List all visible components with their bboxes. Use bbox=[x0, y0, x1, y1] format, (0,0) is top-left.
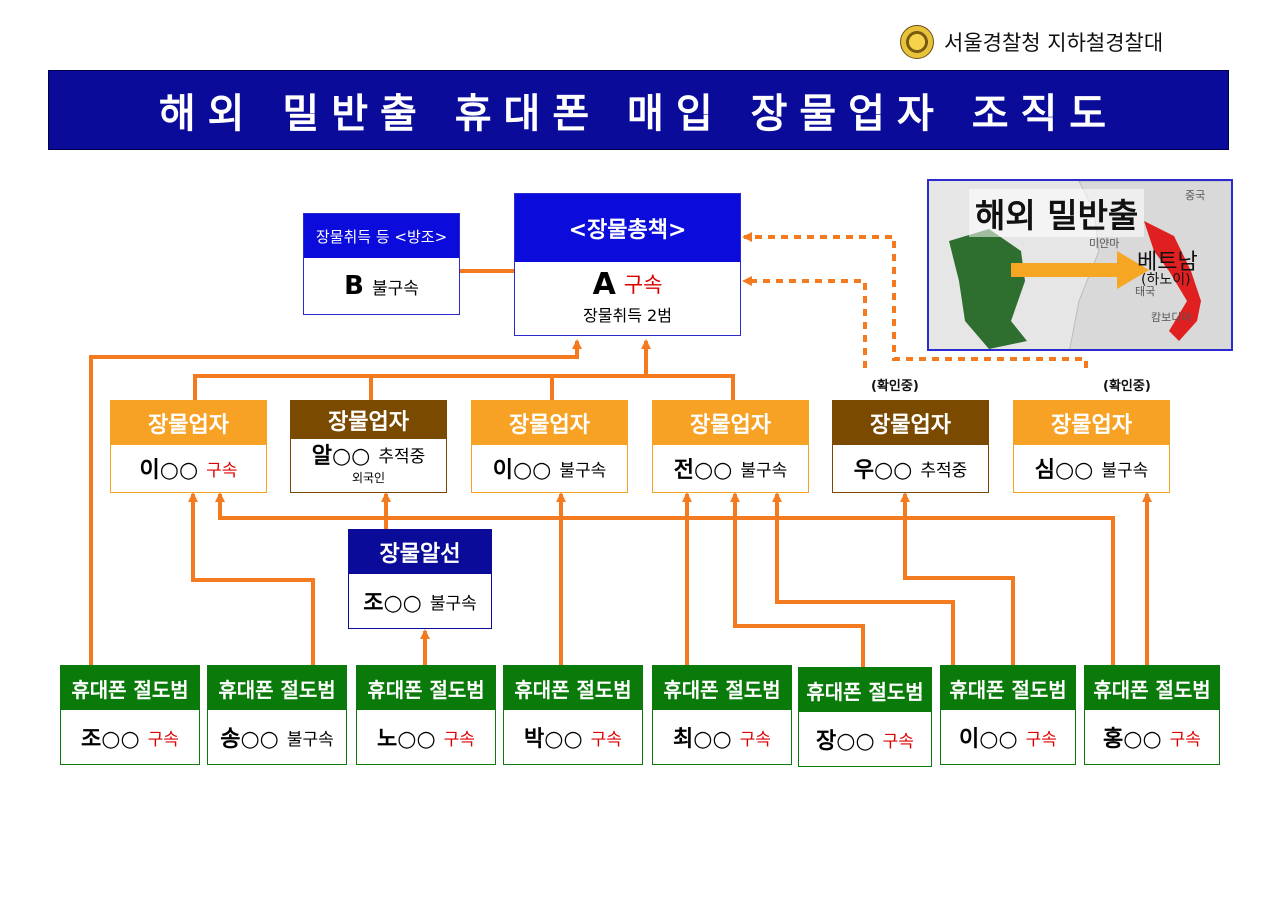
broker-status: 불구속 bbox=[429, 593, 477, 614]
dealer-header: 장물업자 bbox=[833, 401, 988, 445]
thief-header: 휴대폰 절도범 bbox=[941, 666, 1075, 710]
thief-status: 구속 bbox=[590, 729, 622, 750]
thief-status: 구속 bbox=[443, 729, 475, 750]
dealer-status: 불구속 bbox=[559, 460, 607, 481]
thief-status: 구속 bbox=[1169, 729, 1201, 750]
dealer-header: 장물업자 bbox=[111, 401, 266, 445]
dealer-status: 구속 bbox=[206, 460, 238, 481]
map-country: 베트남 bbox=[1137, 250, 1198, 275]
boss-note: 장물취득 2범 bbox=[583, 306, 672, 325]
dealer-box: 장물업자 이○○ 구속 bbox=[110, 400, 267, 493]
title-banner: 해외 밀반출 휴대폰 매입 장물업자 조직도 bbox=[48, 70, 1229, 150]
dealer-header: 장물업자 bbox=[1014, 401, 1169, 445]
thief-name: 최○○ bbox=[673, 727, 732, 752]
thief-box: 휴대폰 절도범 장○○ 구속 bbox=[798, 667, 932, 767]
thief-box: 휴대폰 절도범 최○○ 구속 bbox=[652, 665, 792, 765]
thief-header: 휴대폰 절도범 bbox=[208, 666, 346, 710]
broker-header: 장물알선 bbox=[349, 530, 491, 574]
map-label-cambodia: 캄보디아 bbox=[1151, 311, 1192, 324]
thief-header: 휴대폰 절도범 bbox=[1085, 666, 1219, 710]
police-badge-icon bbox=[900, 25, 934, 59]
boss-name: A bbox=[592, 266, 616, 302]
thief-status: 구속 bbox=[739, 729, 771, 750]
thief-name: 송○○ bbox=[220, 727, 279, 752]
agency-name: 서울경찰청 지하철경찰대 bbox=[944, 31, 1164, 55]
dealer-status: 불구속 bbox=[1101, 460, 1149, 481]
dealer-name: 이○○ bbox=[492, 458, 552, 483]
map-label-thailand: 태국 bbox=[1135, 285, 1156, 298]
boss-status: 구속 bbox=[623, 273, 663, 297]
broker-box: 장물알선 조○○ 불구속 bbox=[348, 529, 492, 629]
map-title: 해외 밀반출 bbox=[969, 189, 1145, 237]
dealer-name: 우○○ bbox=[853, 458, 913, 483]
thief-name: 이○○ bbox=[959, 727, 1018, 752]
dealer-box: 장물업자 이○○ 불구속 bbox=[471, 400, 628, 493]
smuggling-map: 해외 밀반출 중국 미얀마 태국 캄보디아 베트남 (하노이) bbox=[927, 179, 1233, 351]
thief-box: 휴대폰 절도범 송○○ 불구속 bbox=[207, 665, 347, 765]
dealer-note: 외국인 bbox=[351, 471, 386, 485]
confirm-label: (확인중) bbox=[1103, 379, 1151, 394]
dealer-name: 전○○ bbox=[673, 458, 733, 483]
dealer-status: 추적중 bbox=[378, 446, 426, 467]
boss-box: <장물총책> A 구속 장물취득 2범 bbox=[514, 193, 741, 336]
thief-box: 휴대폰 절도범 박○○ 구속 bbox=[503, 665, 643, 765]
map-label-china: 중국 bbox=[1185, 189, 1206, 202]
thief-header: 휴대폰 절도범 bbox=[504, 666, 642, 710]
dealer-header: 장물업자 bbox=[472, 401, 627, 445]
thief-status: 불구속 bbox=[286, 729, 334, 750]
map-label-myanmar: 미얀마 bbox=[1089, 237, 1120, 250]
thief-name: 박○○ bbox=[524, 727, 583, 752]
thief-header: 휴대폰 절도범 bbox=[357, 666, 495, 710]
dealer-status: 불구속 bbox=[740, 460, 788, 481]
accomplice-box: 장물취득 등 <방조> B 불구속 bbox=[303, 213, 460, 315]
thief-status: 구속 bbox=[882, 731, 914, 752]
dealer-box: 장물업자 알○○ 추적중 외국인 bbox=[290, 400, 447, 493]
thief-box: 휴대폰 절도범 노○○ 구속 bbox=[356, 665, 496, 765]
agency-header: 서울경찰청 지하철경찰대 bbox=[900, 22, 1163, 62]
broker-name: 조○○ bbox=[363, 591, 422, 616]
map-city: (하노이) bbox=[1141, 272, 1191, 288]
boss-header: <장물총책> bbox=[515, 194, 740, 262]
accomplice-status: 불구속 bbox=[371, 278, 419, 299]
thief-name: 조○○ bbox=[81, 727, 140, 752]
dealer-header: 장물업자 bbox=[653, 401, 808, 445]
thief-name: 노○○ bbox=[377, 727, 436, 752]
thief-box: 휴대폰 절도범 이○○ 구속 bbox=[940, 665, 1076, 765]
thief-box: 휴대폰 절도범 홍○○ 구속 bbox=[1084, 665, 1220, 765]
thief-header: 휴대폰 절도범 bbox=[61, 666, 199, 710]
thief-status: 구속 bbox=[1025, 729, 1057, 750]
dealer-box: 장물업자 우○○ 추적중 bbox=[832, 400, 989, 493]
thief-name: 장○○ bbox=[816, 729, 875, 754]
page-title: 해외 밀반출 휴대폰 매입 장물업자 조직도 bbox=[158, 91, 1119, 137]
dealer-name: 심○○ bbox=[1034, 458, 1094, 483]
thief-status: 구속 bbox=[147, 729, 179, 750]
thief-name: 홍○○ bbox=[1103, 727, 1162, 752]
dealer-status: 추적중 bbox=[920, 460, 968, 481]
dealer-name: 알○○ bbox=[311, 444, 371, 469]
dealer-header: 장물업자 bbox=[291, 401, 446, 439]
accomplice-header: 장물취득 등 <방조> bbox=[304, 214, 459, 258]
thief-box: 휴대폰 절도범 조○○ 구속 bbox=[60, 665, 200, 765]
thief-header: 휴대폰 절도범 bbox=[799, 668, 931, 712]
dealer-name: 이○○ bbox=[139, 458, 199, 483]
dealer-box: 장물업자 전○○ 불구속 bbox=[652, 400, 809, 493]
confirm-label: (확인중) bbox=[871, 379, 919, 394]
thief-header: 휴대폰 절도범 bbox=[653, 666, 791, 710]
accomplice-name: B bbox=[344, 271, 364, 301]
dealer-box: 장물업자 심○○ 불구속 bbox=[1013, 400, 1170, 493]
